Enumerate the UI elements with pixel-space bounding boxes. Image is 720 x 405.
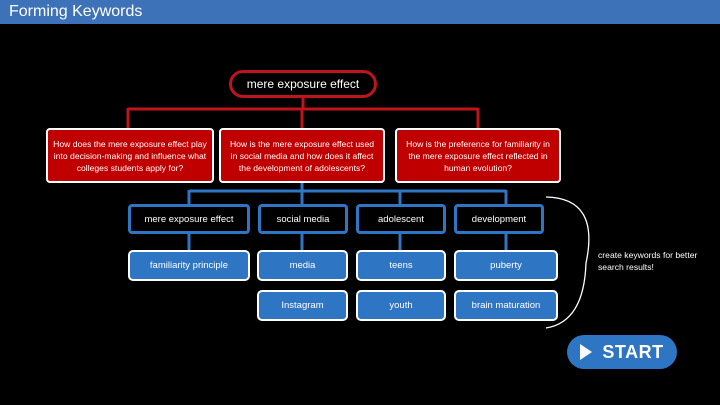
question-3: How is the preference for familiarity in… bbox=[395, 128, 561, 183]
keyword-development: development bbox=[454, 204, 544, 234]
question-2: How is the mere exposure effect used in … bbox=[219, 128, 385, 183]
keyword-social-media: social media bbox=[258, 204, 348, 234]
topic-node: mere exposure effect bbox=[229, 70, 377, 98]
related-brain-maturation: brain maturation bbox=[454, 290, 558, 321]
related-youth: youth bbox=[356, 290, 446, 321]
related-puberty: puberty bbox=[454, 250, 558, 281]
start-button-label: START bbox=[602, 341, 664, 362]
page-title: Forming Keywords bbox=[9, 3, 143, 20]
related-instagram: Instagram bbox=[257, 290, 348, 321]
title-bar: Forming Keywords bbox=[0, 0, 720, 24]
question-1: How does the mere exposure effect play i… bbox=[46, 128, 214, 183]
keyword-adolescent: adolescent bbox=[356, 204, 446, 234]
start-button[interactable]: START bbox=[567, 335, 677, 369]
related-teens: teens bbox=[356, 250, 446, 281]
keyword-tip-note: create keywords for better search result… bbox=[598, 250, 698, 272]
related-media: media bbox=[257, 250, 348, 281]
play-icon bbox=[580, 344, 593, 360]
related-familiarity-principle: familiarity principle bbox=[128, 250, 250, 281]
bracket-curve bbox=[545, 196, 590, 329]
keyword-mere-exposure-effect: mere exposure effect bbox=[128, 204, 250, 234]
